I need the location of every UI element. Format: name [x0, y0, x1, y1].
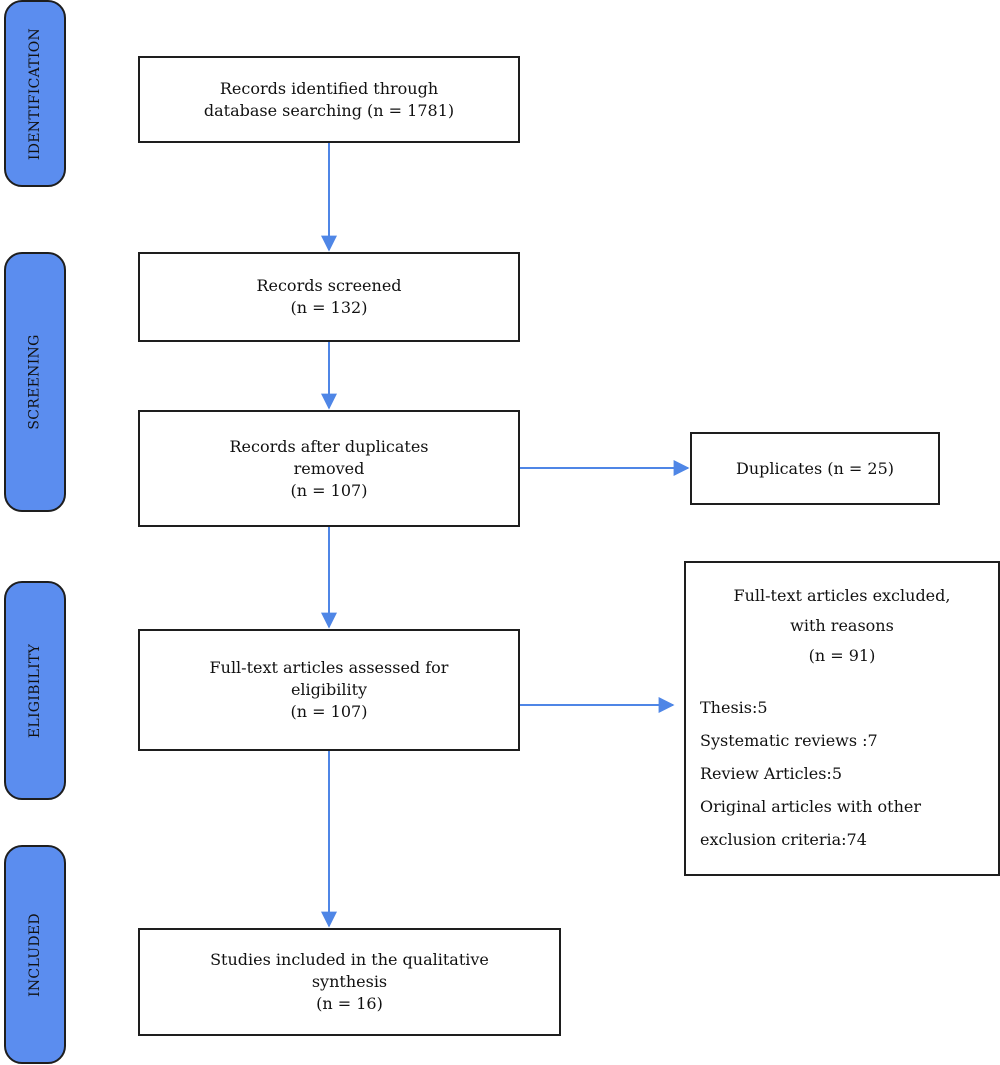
phase-eligibility-label: ELIGIBILITY: [27, 643, 44, 738]
excluded-reason-item: Thesis:5: [700, 698, 768, 717]
excluded-header-line2: with reasons: [790, 616, 894, 635]
box-included-line2: synthesis: [311, 972, 388, 991]
box-included-line1: Studies included in the qualitative: [210, 950, 489, 969]
phase-screening-label: SCREENING: [27, 334, 44, 430]
box-assessed-line1: Full-text articles assessed for: [209, 658, 449, 677]
box-included-line3: (n = 16): [316, 994, 383, 1013]
box-records-identified-line1: Records identified through: [219, 78, 439, 98]
box-duplicates-line1: Duplicates (n = 25): [735, 458, 895, 478]
box-studies-included: Studies included in the qualitative synt…: [138, 928, 561, 1036]
box-after-duplicates-line3: (n = 107): [290, 480, 368, 500]
excluded-reason-item: Systematic reviews :7: [700, 731, 878, 750]
box-full-text-assessed: Full-text articles assessed for eligibil…: [138, 629, 520, 751]
box-records-screened: Records screened (n = 132): [138, 252, 520, 342]
box-records-identified: Records identified through database sear…: [138, 56, 520, 143]
excluded-reasons-list: Thesis:5 Systematic reviews :7 Review Ar…: [700, 691, 921, 856]
excluded-reason-item: Original articles with other: [700, 797, 921, 816]
excluded-reason-item: exclusion criteria:74: [700, 830, 867, 849]
excluded-header-line3: (n = 91): [808, 646, 876, 665]
box-full-text-excluded: Full-text articles excluded, with reason…: [684, 561, 1000, 876]
phase-screening: SCREENING: [4, 252, 66, 512]
excluded-header-line1: Full-text articles excluded,: [733, 586, 951, 605]
phase-identification: IDENTIFICATION: [4, 0, 66, 187]
box-duplicates: Duplicates (n = 25): [690, 432, 940, 505]
excluded-header: Full-text articles excluded, with reason…: [686, 581, 998, 671]
box-records-screened-line2: (n = 132): [290, 298, 368, 317]
phase-included: INCLUDED: [4, 845, 66, 1064]
box-after-duplicates-line2: removed: [293, 458, 365, 478]
box-assessed-line3: (n = 107): [290, 702, 368, 721]
box-after-duplicates-line1: Records after duplicates: [229, 436, 429, 456]
box-records-identified-line2: database searching (n = 1781): [203, 100, 455, 120]
phase-identification-label: IDENTIFICATION: [27, 27, 44, 160]
excluded-reason-item: Review Articles:5: [700, 764, 842, 783]
phase-eligibility: ELIGIBILITY: [4, 581, 66, 800]
box-assessed-line2: eligibility: [290, 680, 368, 699]
phase-included-label: INCLUDED: [27, 912, 43, 997]
box-records-after-duplicates: Records after duplicates removed (n = 10…: [138, 410, 520, 527]
box-records-screened-line1: Records screened: [256, 276, 402, 295]
